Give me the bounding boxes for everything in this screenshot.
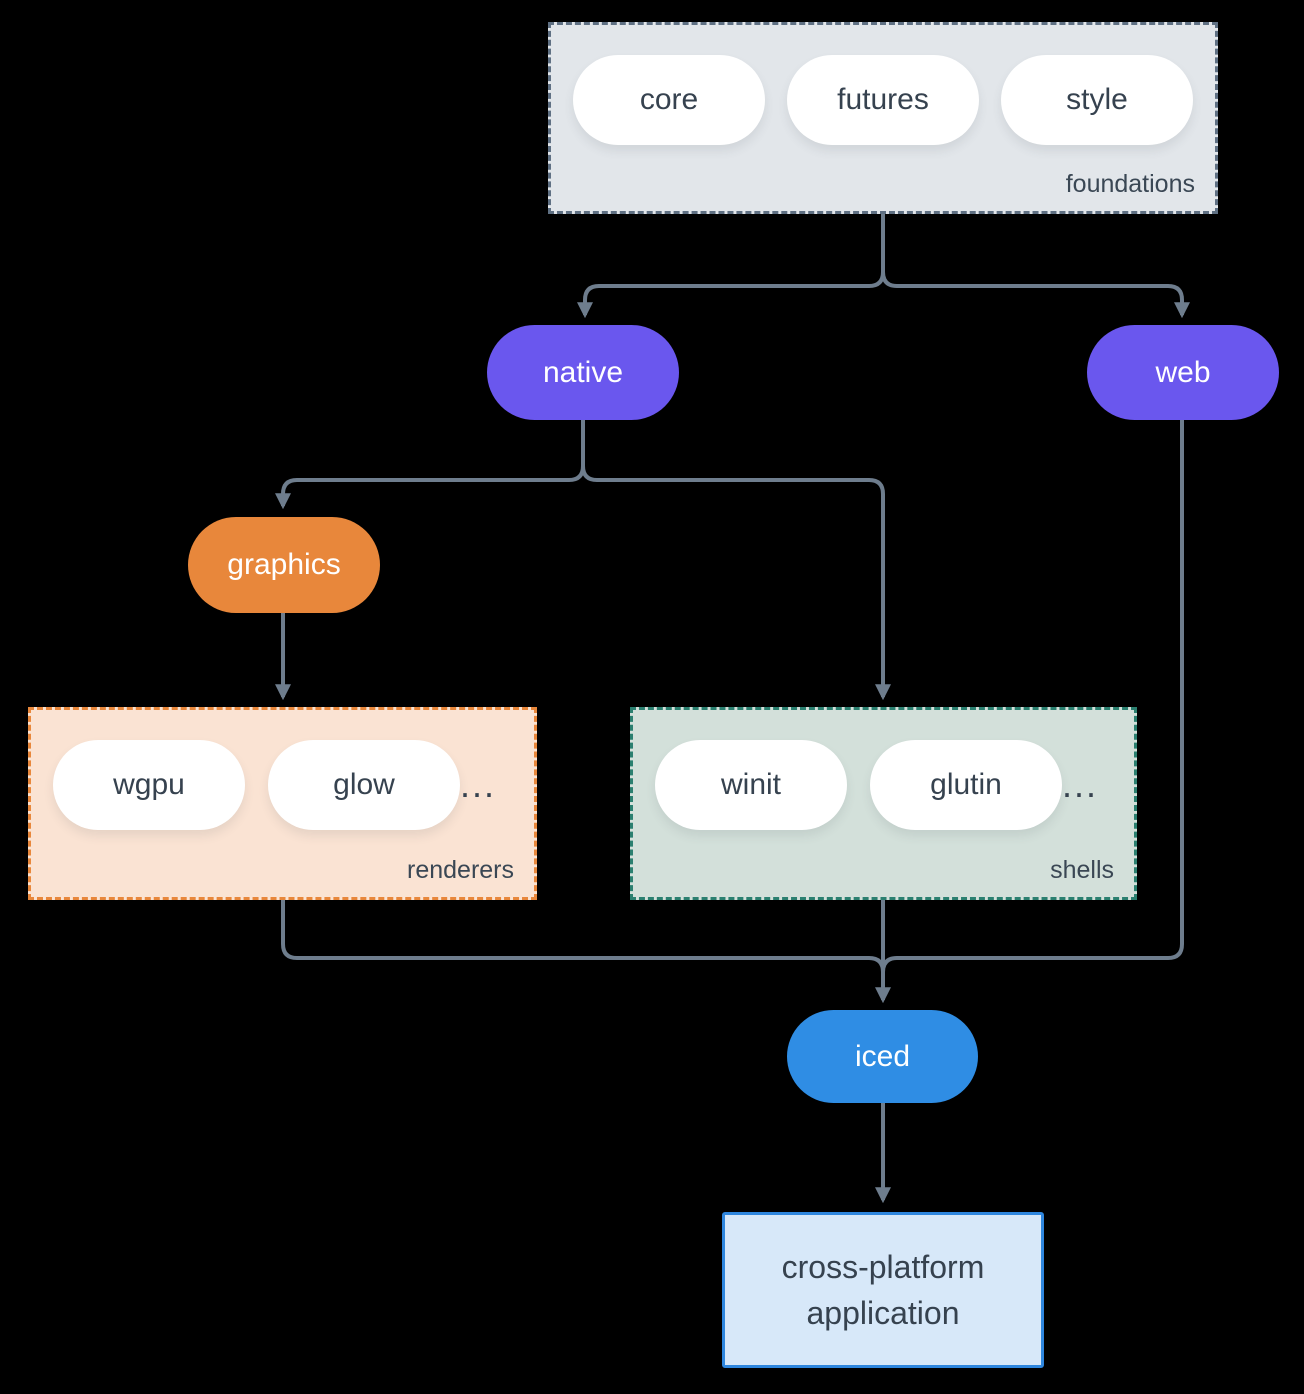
shells-ellipsis: ... bbox=[1062, 764, 1099, 805]
node-iced: iced bbox=[787, 1010, 978, 1103]
edge-renderers-merge bbox=[281, 900, 885, 973]
pill-glutin: glutin bbox=[870, 740, 1062, 830]
pill-style: style bbox=[1001, 55, 1193, 145]
pill-wgpu: wgpu bbox=[53, 740, 245, 830]
edge-native-graphics bbox=[275, 420, 585, 510]
pill-winit: winit bbox=[655, 740, 847, 830]
foundations-pill-row: core futures style bbox=[551, 25, 1215, 145]
group-label-shells: shells bbox=[1050, 856, 1114, 884]
node-native: native bbox=[487, 325, 679, 420]
pill-glow: glow bbox=[268, 740, 460, 830]
edge-foundations-native bbox=[577, 214, 885, 319]
group-label-renderers: renderers bbox=[407, 856, 514, 884]
shells-pill-row: winit glutin ... bbox=[633, 710, 1134, 830]
renderers-ellipsis: ... bbox=[460, 764, 497, 805]
renderers-pill-row: wgpu glow ... bbox=[31, 710, 534, 830]
node-web: web bbox=[1087, 325, 1279, 420]
edge-foundations-web bbox=[881, 214, 1190, 319]
group-shells: winit glutin ... shells bbox=[630, 707, 1137, 900]
pill-futures: futures bbox=[787, 55, 979, 145]
application-box: cross-platform application bbox=[722, 1212, 1044, 1368]
group-label-foundations: foundations bbox=[1065, 170, 1195, 198]
group-renderers: wgpu glow ... renderers bbox=[28, 707, 537, 900]
pill-core: core bbox=[573, 55, 765, 145]
edge-native-shells bbox=[581, 420, 891, 701]
node-graphics: graphics bbox=[188, 517, 380, 613]
group-foundations: core futures style foundations bbox=[548, 22, 1218, 214]
